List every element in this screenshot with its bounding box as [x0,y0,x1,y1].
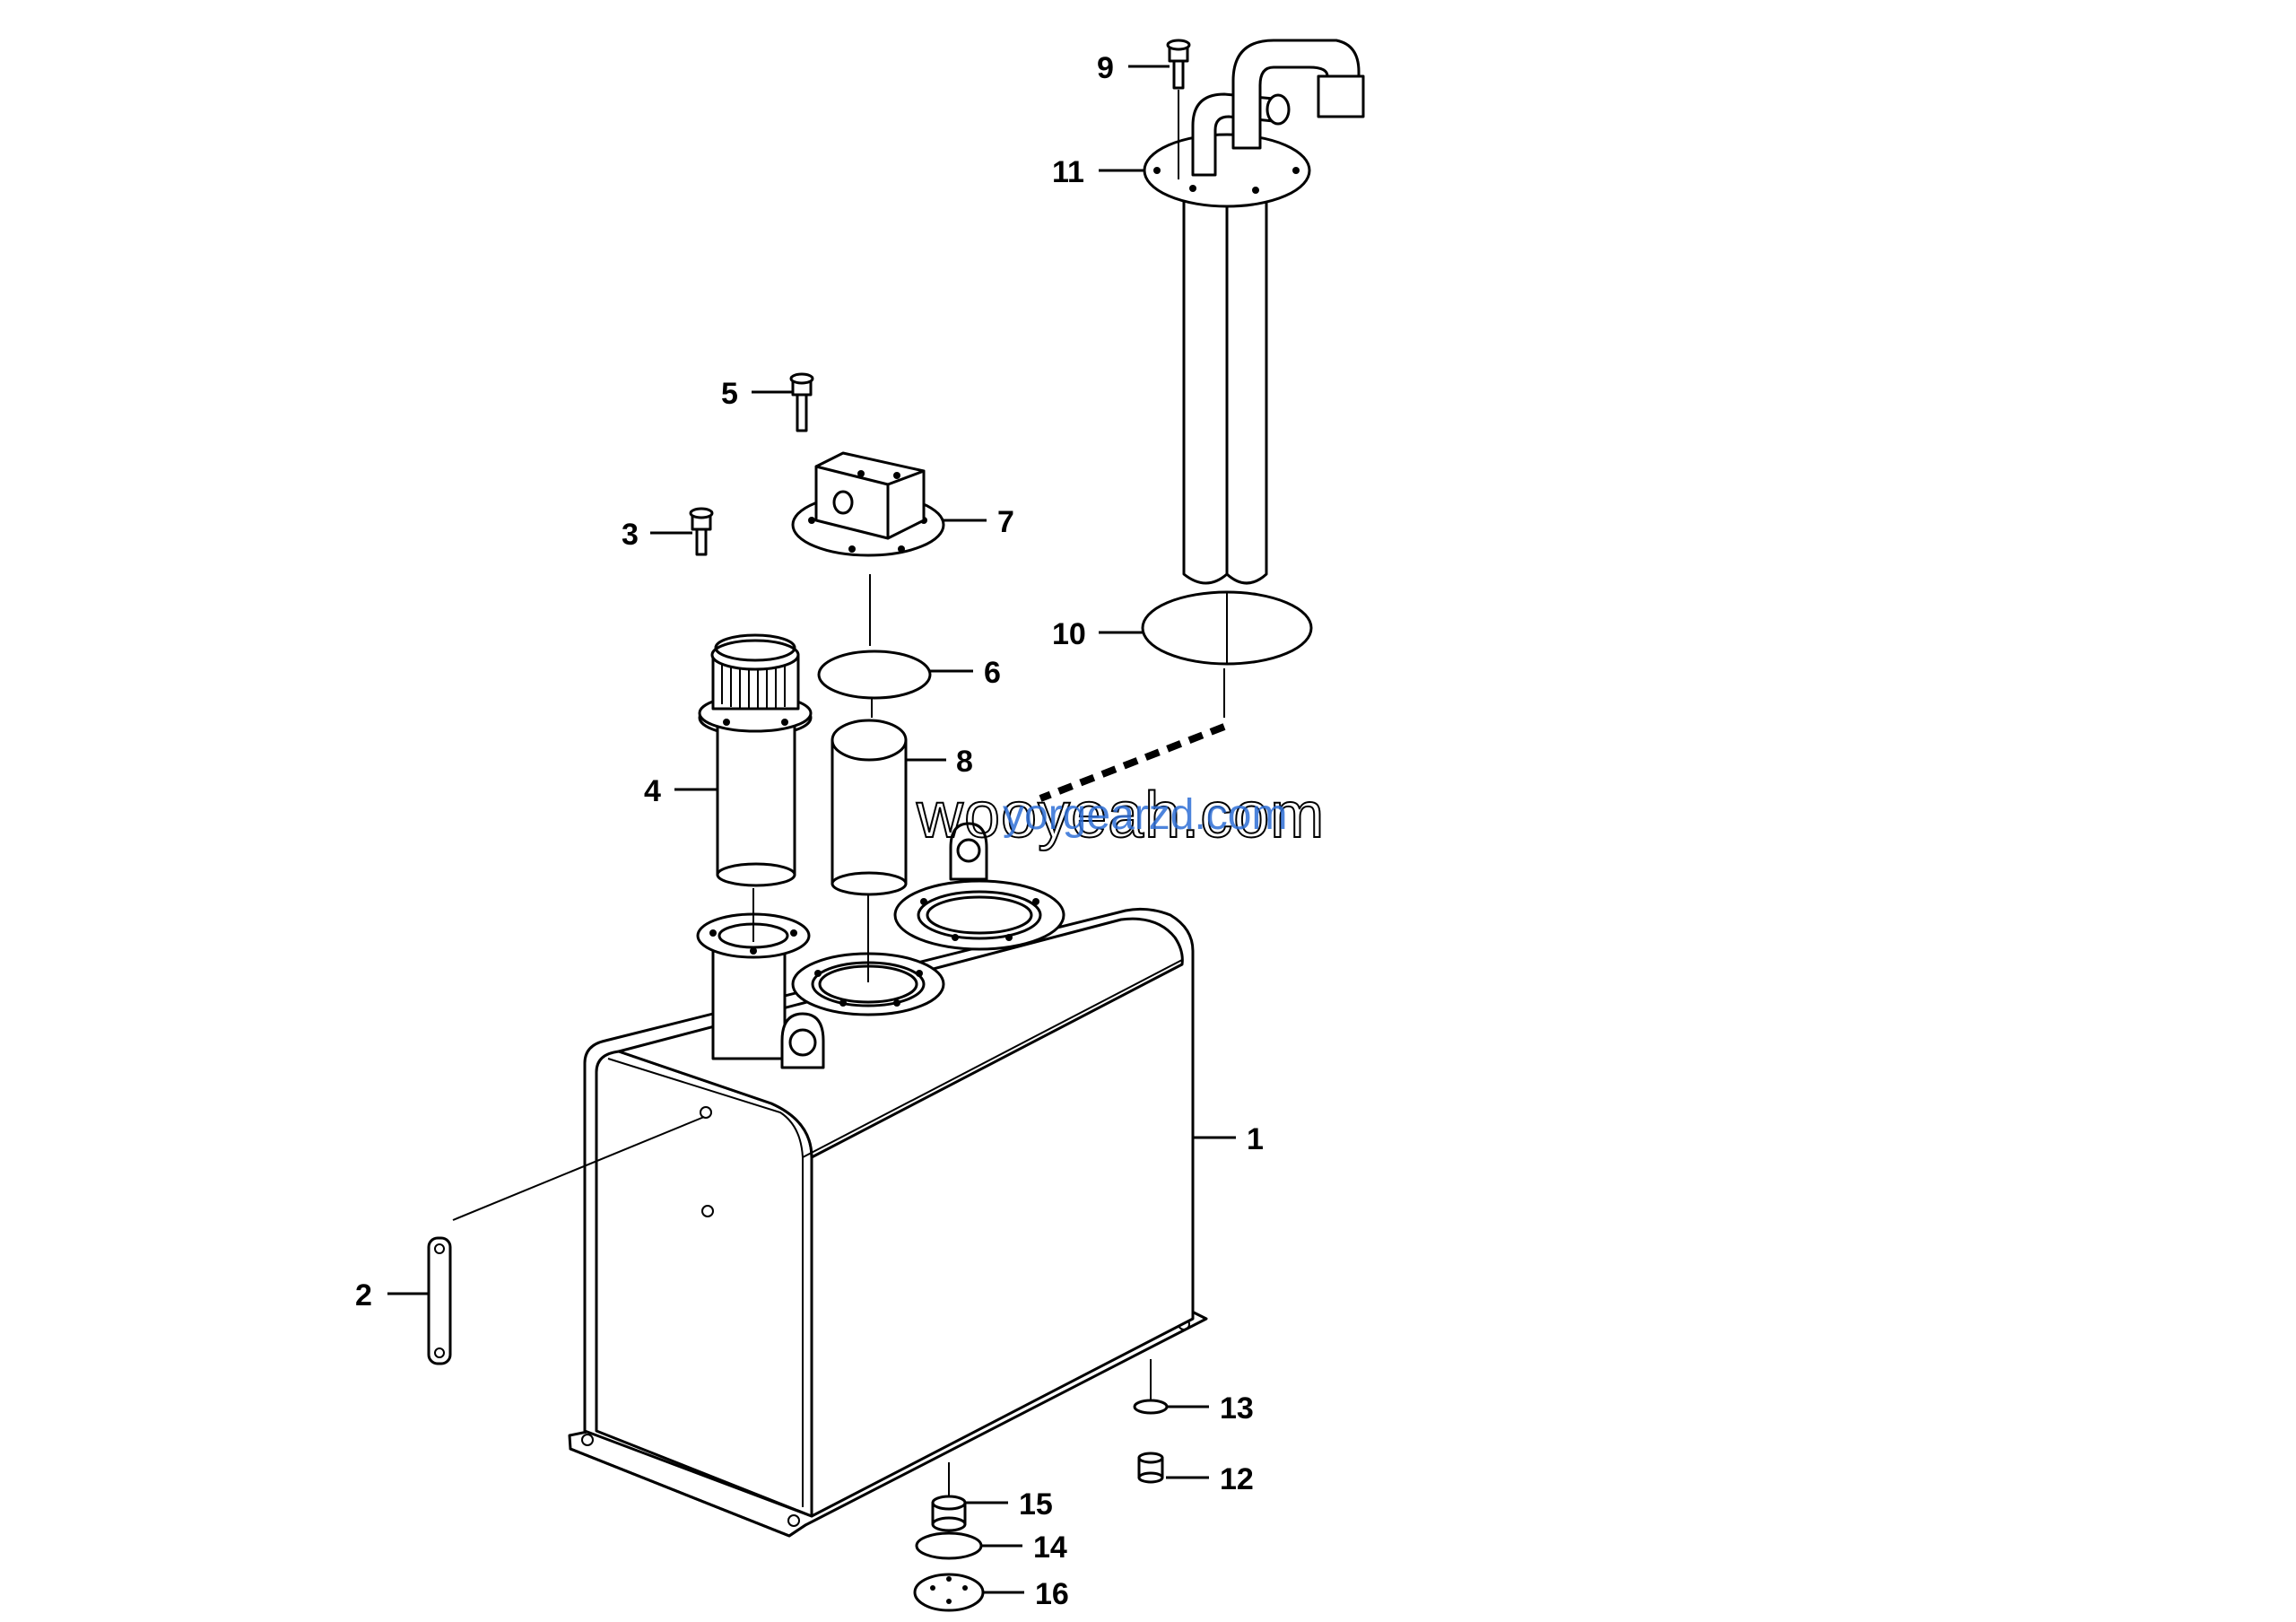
callout-11: 11 [1052,155,1084,189]
callout-10: 10 [1052,617,1086,651]
callout-labels: 1 2 3 4 5 6 7 8 9 10 11 12 13 14 15 16 [355,51,1264,1611]
callout-13: 13 [1220,1391,1254,1426]
bolt-part-3 [689,507,714,556]
watermark-blue-text: yorgearzd.com [1003,791,1287,839]
bolt-part-5 [789,372,814,432]
hydraulic-tank [568,822,1208,1538]
return-pipe-part-11 [1143,39,1365,585]
callout-2: 2 [355,1278,372,1312]
callout-1: 1 [1247,1122,1264,1156]
callout-7: 7 [997,505,1014,539]
watermark-outline-text: wooyeah.com [916,780,1325,851]
callout-8: 8 [956,745,973,779]
callout-6: 6 [984,656,1001,690]
callout-3: 3 [622,518,639,552]
callout-14: 14 [1033,1530,1067,1565]
callout-5: 5 [721,377,738,411]
callout-15: 15 [1019,1487,1053,1522]
bolt-part-9 [1166,39,1191,179]
cover-part-7 [791,451,945,646]
gasket-part-6 [817,650,932,718]
filter-part-4 [698,633,813,942]
callout-4: 4 [644,774,661,808]
bracket-part-2 [427,1116,705,1365]
leader-lines [387,65,1236,1594]
watermark: wooyeah.com yorgearzd.com [915,779,1325,852]
drain-parts-12-16 [913,1359,1169,1612]
gasket-part-10 [1039,590,1313,802]
callout-9: 9 [1097,51,1114,85]
callout-16: 16 [1035,1577,1069,1611]
strainer-part-8 [831,719,908,982]
callout-12: 12 [1220,1462,1254,1496]
